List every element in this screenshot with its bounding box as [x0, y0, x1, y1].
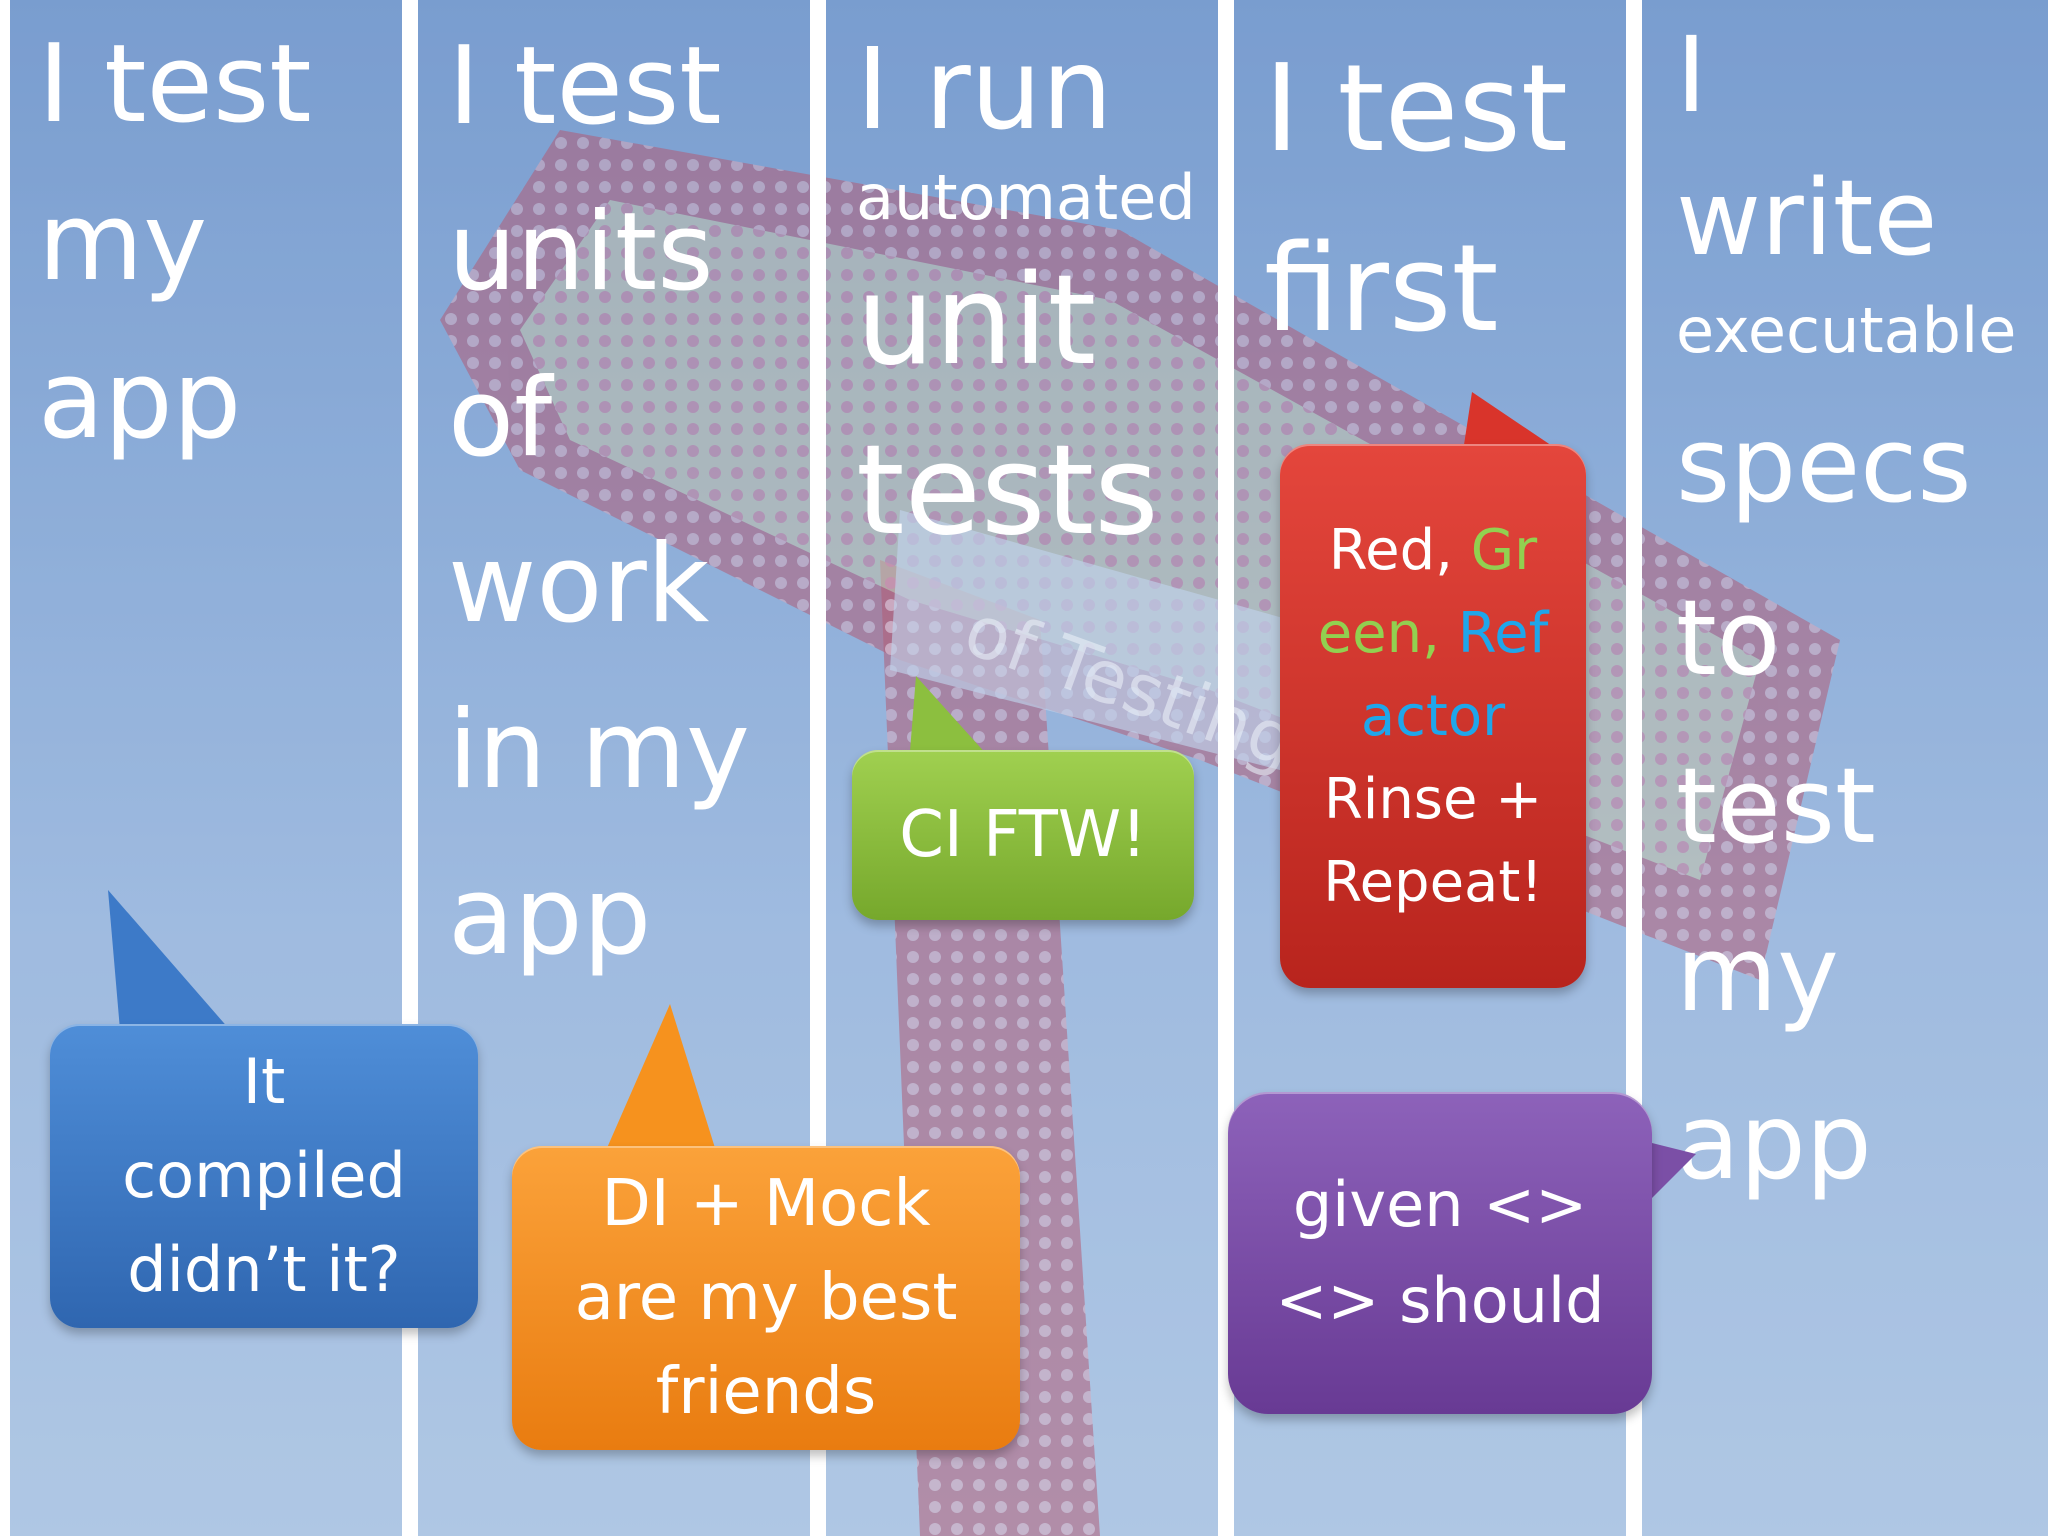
bubble-line: given <>	[1292, 1168, 1588, 1241]
bubble-line: <> should	[1275, 1264, 1605, 1337]
heading-line: unit	[856, 249, 1097, 393]
column-4-heading: I test first	[1264, 20, 1568, 380]
column-1-heading: I test my app	[38, 6, 312, 480]
sub-sign-panel	[890, 510, 1290, 770]
green-speech-bubble: CI FTW!	[852, 750, 1194, 920]
heading-line: to	[1676, 577, 1781, 699]
bubble-text-part: een,	[1317, 600, 1458, 666]
heading-line: test	[1676, 745, 1876, 867]
heading-line: app	[1676, 1081, 1872, 1203]
bubble-line: DI + Mock	[601, 1167, 931, 1241]
bubble-line: actor	[1360, 683, 1506, 749]
bubble-line: It	[242, 1045, 286, 1118]
orange-bubble-tail	[600, 1004, 720, 1164]
heading-line: I test	[448, 24, 722, 149]
bubble-line: CI FTW!	[899, 798, 1147, 872]
heading-line: work	[448, 522, 710, 647]
heading-line: tests	[856, 419, 1159, 563]
heading-line: of	[448, 356, 553, 481]
bubble-line: Repeat!	[1323, 849, 1543, 915]
bubble-line: Rinse +	[1323, 766, 1543, 832]
heading-line: first	[1264, 220, 1499, 359]
blue-speech-bubble: It compiled didn’t it?	[50, 1024, 478, 1328]
bubble-line: didn’t it?	[127, 1233, 401, 1306]
column-5-heading: I write executable specs to test my app	[1676, 0, 2016, 1226]
heading-line: app	[448, 854, 652, 979]
heading-line: in my	[448, 688, 750, 813]
heading-line: app	[38, 338, 242, 463]
red-bubble-tail	[1462, 392, 1570, 458]
heading-line: I test	[1264, 40, 1568, 179]
column-divider	[0, 0, 10, 1536]
heading-line: my	[1676, 913, 1839, 1035]
bubble-text-part: Red,	[1328, 517, 1471, 583]
heading-line: executable	[1676, 294, 2017, 367]
bubble-line: are my best	[574, 1261, 958, 1335]
heading-line: units	[448, 190, 714, 315]
heading-line: I	[1676, 14, 1707, 136]
heading-line: automated	[856, 161, 1196, 234]
column-panel-5	[1642, 0, 2048, 1536]
orange-speech-bubble: DI + Mock are my best friends	[512, 1146, 1020, 1450]
heading-line: I test	[38, 22, 312, 147]
heading-line: my	[38, 180, 208, 305]
bubble-line: Red, Gr	[1329, 509, 1537, 592]
purple-bubble-tail	[1640, 1140, 1696, 1210]
column-2-heading: I test units of work in my app	[448, 4, 750, 1000]
bubble-line: compiled	[122, 1139, 406, 1212]
heading-line: specs	[1676, 404, 1972, 526]
heading-line: write	[1676, 157, 1938, 279]
bubble-line: een, Ref	[1318, 592, 1549, 675]
heading-line: I run	[856, 25, 1113, 155]
purple-speech-bubble: given <> <> should	[1228, 1092, 1652, 1414]
bubble-line: friends	[655, 1355, 877, 1429]
blue-bubble-tail	[108, 890, 230, 1030]
bubble-text-part: Gr	[1470, 517, 1538, 583]
column-3-heading: I run automated unit tests	[856, 20, 1196, 576]
red-speech-bubble: Red, Gr een, Ref actor Rinse + Repeat!	[1280, 444, 1586, 988]
bubble-text-part: Ref	[1457, 600, 1549, 666]
